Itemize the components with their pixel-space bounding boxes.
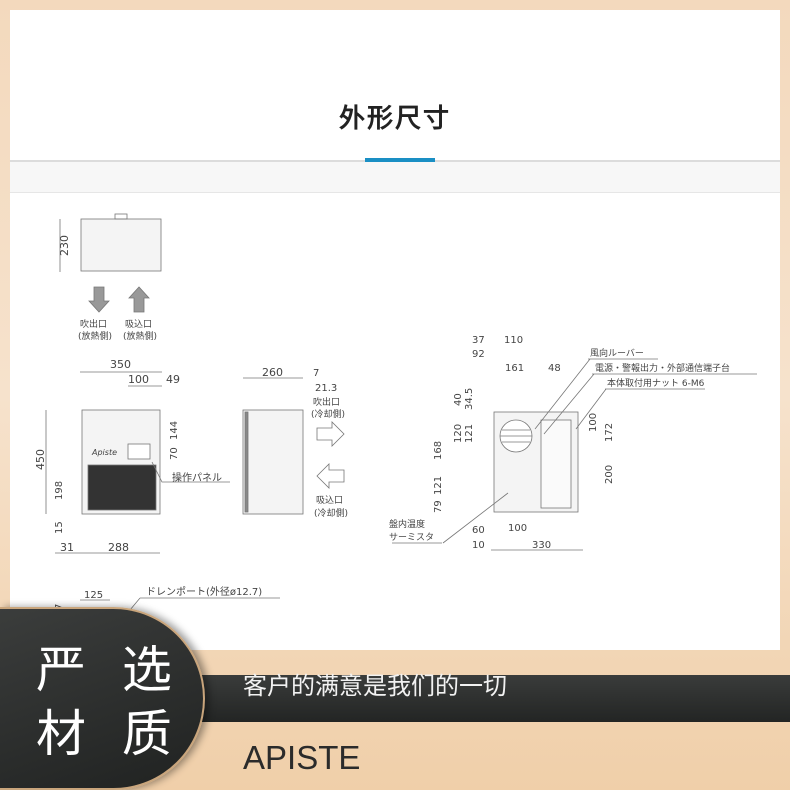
dim-label: 70 bbox=[169, 447, 180, 460]
back-view: 37 110 92 161 48 40 34.5 120 121 168 121… bbox=[389, 335, 757, 551]
dim-label: 200 bbox=[604, 465, 615, 484]
dim-label: 92 bbox=[472, 349, 485, 360]
badge-line: 材 质 bbox=[36, 705, 182, 763]
dim-label: 7 bbox=[313, 368, 319, 379]
slogan-band bbox=[190, 675, 790, 722]
front-view: 350 100 49 450 144 70 198 15 31 288 Apis… bbox=[34, 358, 230, 554]
dim-label: 144 bbox=[169, 421, 180, 440]
outlet-label: 吹出口 bbox=[313, 396, 340, 408]
dim-label: 110 bbox=[504, 335, 523, 346]
inlet-label: 吸込口 bbox=[316, 495, 343, 506]
dim-label: 350 bbox=[110, 358, 131, 371]
dim-label: 172 bbox=[604, 423, 615, 442]
nut-label: 本体取付用ナット 6-M6 bbox=[607, 377, 705, 389]
inlet-arrow-icon bbox=[316, 463, 345, 489]
dim-label: 125 bbox=[84, 590, 103, 601]
dim-label: 121 bbox=[433, 476, 444, 495]
dim-label: 100 bbox=[508, 523, 527, 534]
quality-badge bbox=[0, 607, 205, 790]
dim-label: 168 bbox=[433, 441, 444, 460]
inlet-sub: (放熱側) bbox=[123, 330, 157, 342]
title-underline bbox=[365, 158, 435, 162]
dim-label: 450 bbox=[34, 449, 47, 470]
outlet-label: 吹出口 bbox=[80, 318, 107, 330]
outlet-sub: (冷却側) bbox=[311, 408, 345, 420]
badge-text: 严 选 材 质 bbox=[36, 638, 182, 766]
top-view: 230 吹出口 (放熱側) 吸込口 (放熱側) bbox=[58, 213, 162, 342]
dim-label: 260 bbox=[262, 366, 283, 379]
brand-name: APISTE bbox=[243, 739, 361, 776]
inlet-sub: (冷却側) bbox=[314, 507, 348, 519]
side-view: 260 7 21.3 吹出口 (冷却側) 吸込口 (冷却側) bbox=[242, 366, 348, 519]
panel-label: 操作パネル bbox=[172, 471, 222, 484]
inlet-label: 吸込口 bbox=[125, 319, 152, 330]
louver-label: 風向ルーバー bbox=[590, 347, 644, 359]
apiste-logo: Apiste bbox=[91, 448, 117, 457]
outlet-arrow-icon bbox=[88, 286, 110, 313]
dim-label: 15 bbox=[54, 521, 65, 534]
dim-label: 161 bbox=[505, 363, 524, 374]
thermistor-label: サーミスタ bbox=[389, 532, 434, 543]
slogan-text: 客户的满意是我们的一切 bbox=[243, 672, 507, 700]
outlet-arrow-icon bbox=[316, 421, 345, 447]
dim-label: 34.5 bbox=[464, 388, 475, 410]
outlet-sub: (放熱側) bbox=[78, 330, 112, 342]
section-title: 外形尺寸 bbox=[338, 104, 451, 134]
dim-label: 21.3 bbox=[315, 383, 337, 394]
dim-label: 49 bbox=[166, 373, 180, 386]
dim-label: 31 bbox=[60, 541, 74, 554]
badge-line: 严 选 bbox=[36, 641, 182, 699]
terminal-label: 電源・警報出力・外部通信端子台 bbox=[595, 362, 730, 374]
dim-label: 121 bbox=[464, 424, 475, 443]
dim-label: 198 bbox=[54, 481, 65, 500]
thermistor-label: 盤内温度 bbox=[389, 518, 425, 530]
dim-label: 100 bbox=[128, 373, 149, 386]
drain-label: ドレンポート(外径ø12.7) bbox=[146, 585, 262, 598]
dim-label: 48 bbox=[548, 363, 561, 374]
inlet-arrow-icon bbox=[128, 286, 150, 313]
dim-label: 37 bbox=[472, 335, 485, 346]
dim-label: 10 bbox=[472, 540, 485, 551]
dim-label: 120 bbox=[453, 424, 464, 443]
dim-label: 288 bbox=[108, 541, 129, 554]
dim-label: 40 bbox=[453, 393, 464, 406]
dim-label: 7 bbox=[54, 604, 65, 610]
dim-230: 230 bbox=[58, 235, 71, 256]
dim-label: 100 bbox=[588, 413, 599, 432]
dim-label: 79 bbox=[433, 500, 444, 513]
dim-label: 330 bbox=[532, 540, 551, 551]
dimension-drawing: 230 吹出口 (放熱側) 吸込口 (放熱側) 350 100 49 450 1… bbox=[34, 213, 757, 611]
dim-label: 60 bbox=[472, 525, 485, 536]
header-band bbox=[10, 162, 780, 193]
